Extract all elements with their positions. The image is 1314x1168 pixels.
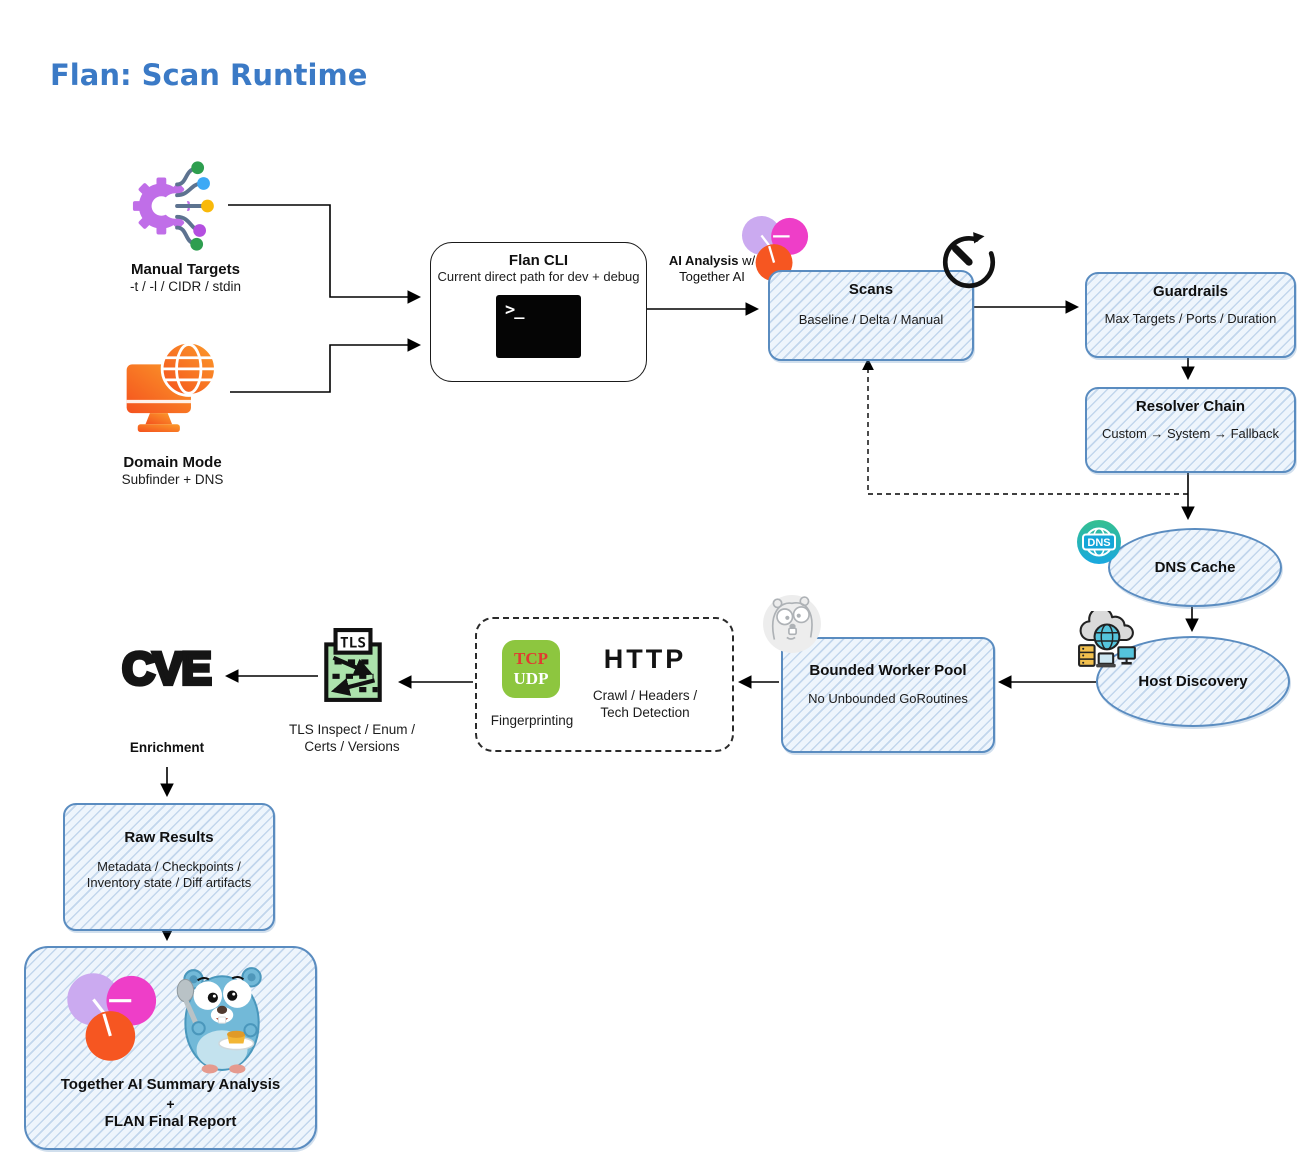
manual-targets-sub: -t / -l / CIDR / stdin [129,279,241,294]
svg-text:TLS: TLS [340,636,366,652]
tcp-udp-icon: TCP UDP [502,640,560,698]
resolver-chain-title: Resolver Chain [1135,398,1246,415]
svg-text:DNS: DNS [1087,537,1110,549]
guardrails-node: Guardrails Max Targets / Ports / Duratio… [1085,272,1296,358]
tls-inspect-icon: TLS [324,628,382,702]
raw-results-title: Raw Results [124,829,214,846]
final-report-line2: + [166,1096,175,1112]
page-title: Flan: Scan Runtime [50,58,368,92]
dns-icon: DNS [1077,520,1121,564]
scans-sub: Baseline / Delta / Manual [798,312,944,327]
terminal-icon: >_ [496,295,581,358]
manual-targets-label: Manual Targets [131,261,240,278]
svg-text:UDP: UDP [514,669,549,688]
gopher-flan-icon [176,967,262,1074]
gopher-sketch-icon [763,595,821,653]
host-discovery-node: Host Discovery [1096,636,1290,727]
flan-cli-title: Flan CLI [508,252,569,269]
resolver-chain-node: Resolver Chain Custom → System → Fallbac… [1085,387,1296,473]
bounded-worker-pool-node: Bounded Worker Pool No Unbounded GoRouti… [781,637,995,753]
enrichment-label: Enrichment [129,740,205,755]
http-sub-line1: Crawl / Headers / [592,688,698,703]
edge-domain-mode-to-flan-cli [230,338,422,393]
final-report-line1: Together AI Summary Analysis [60,1076,281,1093]
guardrails-title: Guardrails [1152,283,1229,300]
resolver-chain-sub: Custom → System → Fallback [1102,426,1279,441]
svg-text:CVE: CVE [122,643,210,694]
domain-mode-sub: Subfinder + DNS [121,472,224,487]
final-report-node: Together AI Summary Analysis + FLAN Fina… [24,946,317,1150]
raw-results-node: Raw Results Metadata / Checkpoints / Inv… [63,803,275,931]
raw-results-sub-line1: Metadata / Checkpoints / [97,859,241,874]
manual-targets-icon [132,161,214,251]
guardrails-sub: Max Targets / Ports / Duration [1104,311,1277,326]
host-discovery-icon [1078,611,1136,668]
fingerprinting-caption: Fingerprinting [490,713,574,728]
host-discovery-label: Host Discovery [1138,673,1248,690]
http-sub-line2: Tech Detection [600,705,690,720]
tls-caption-line2: Certs / Versions [304,739,400,754]
flan-cli-sub: Current direct path for dev + debug [437,269,640,284]
domain-mode-label: Domain Mode [123,454,222,471]
flan-cli-node: Flan CLI Current direct path for dev + d… [430,242,647,382]
ai-analysis-label: AI Analysis w/ Together AI [668,253,756,284]
raw-results-sub-line2: Inventory state / Diff artifacts [86,875,252,890]
dns-cache-label: DNS Cache [1154,559,1236,576]
together-ai-icon [741,215,809,282]
svg-text:TCP: TCP [514,649,548,668]
stopwatch-icon [942,232,996,289]
bounded-worker-pool-sub: No Unbounded GoRoutines [808,691,968,706]
final-report-line3: FLAN Final Report [104,1113,237,1130]
scans-title: Scans [848,281,894,298]
tls-caption-line1: TLS Inspect / Enum / [288,722,416,737]
http-title: HTTP [603,644,687,674]
domain-mode-icon [126,340,217,433]
dns-cache-node: DNS Cache [1108,528,1282,607]
http-fingerprinting-group: TCP UDP Fingerprinting HTTP Crawl / Head… [475,617,734,752]
bounded-worker-pool-title: Bounded Worker Pool [809,662,967,679]
cve-logo: CVE [120,642,214,694]
scans-node: Scans Baseline / Delta / Manual [768,270,974,361]
together-ai-icon-large [67,973,157,1061]
